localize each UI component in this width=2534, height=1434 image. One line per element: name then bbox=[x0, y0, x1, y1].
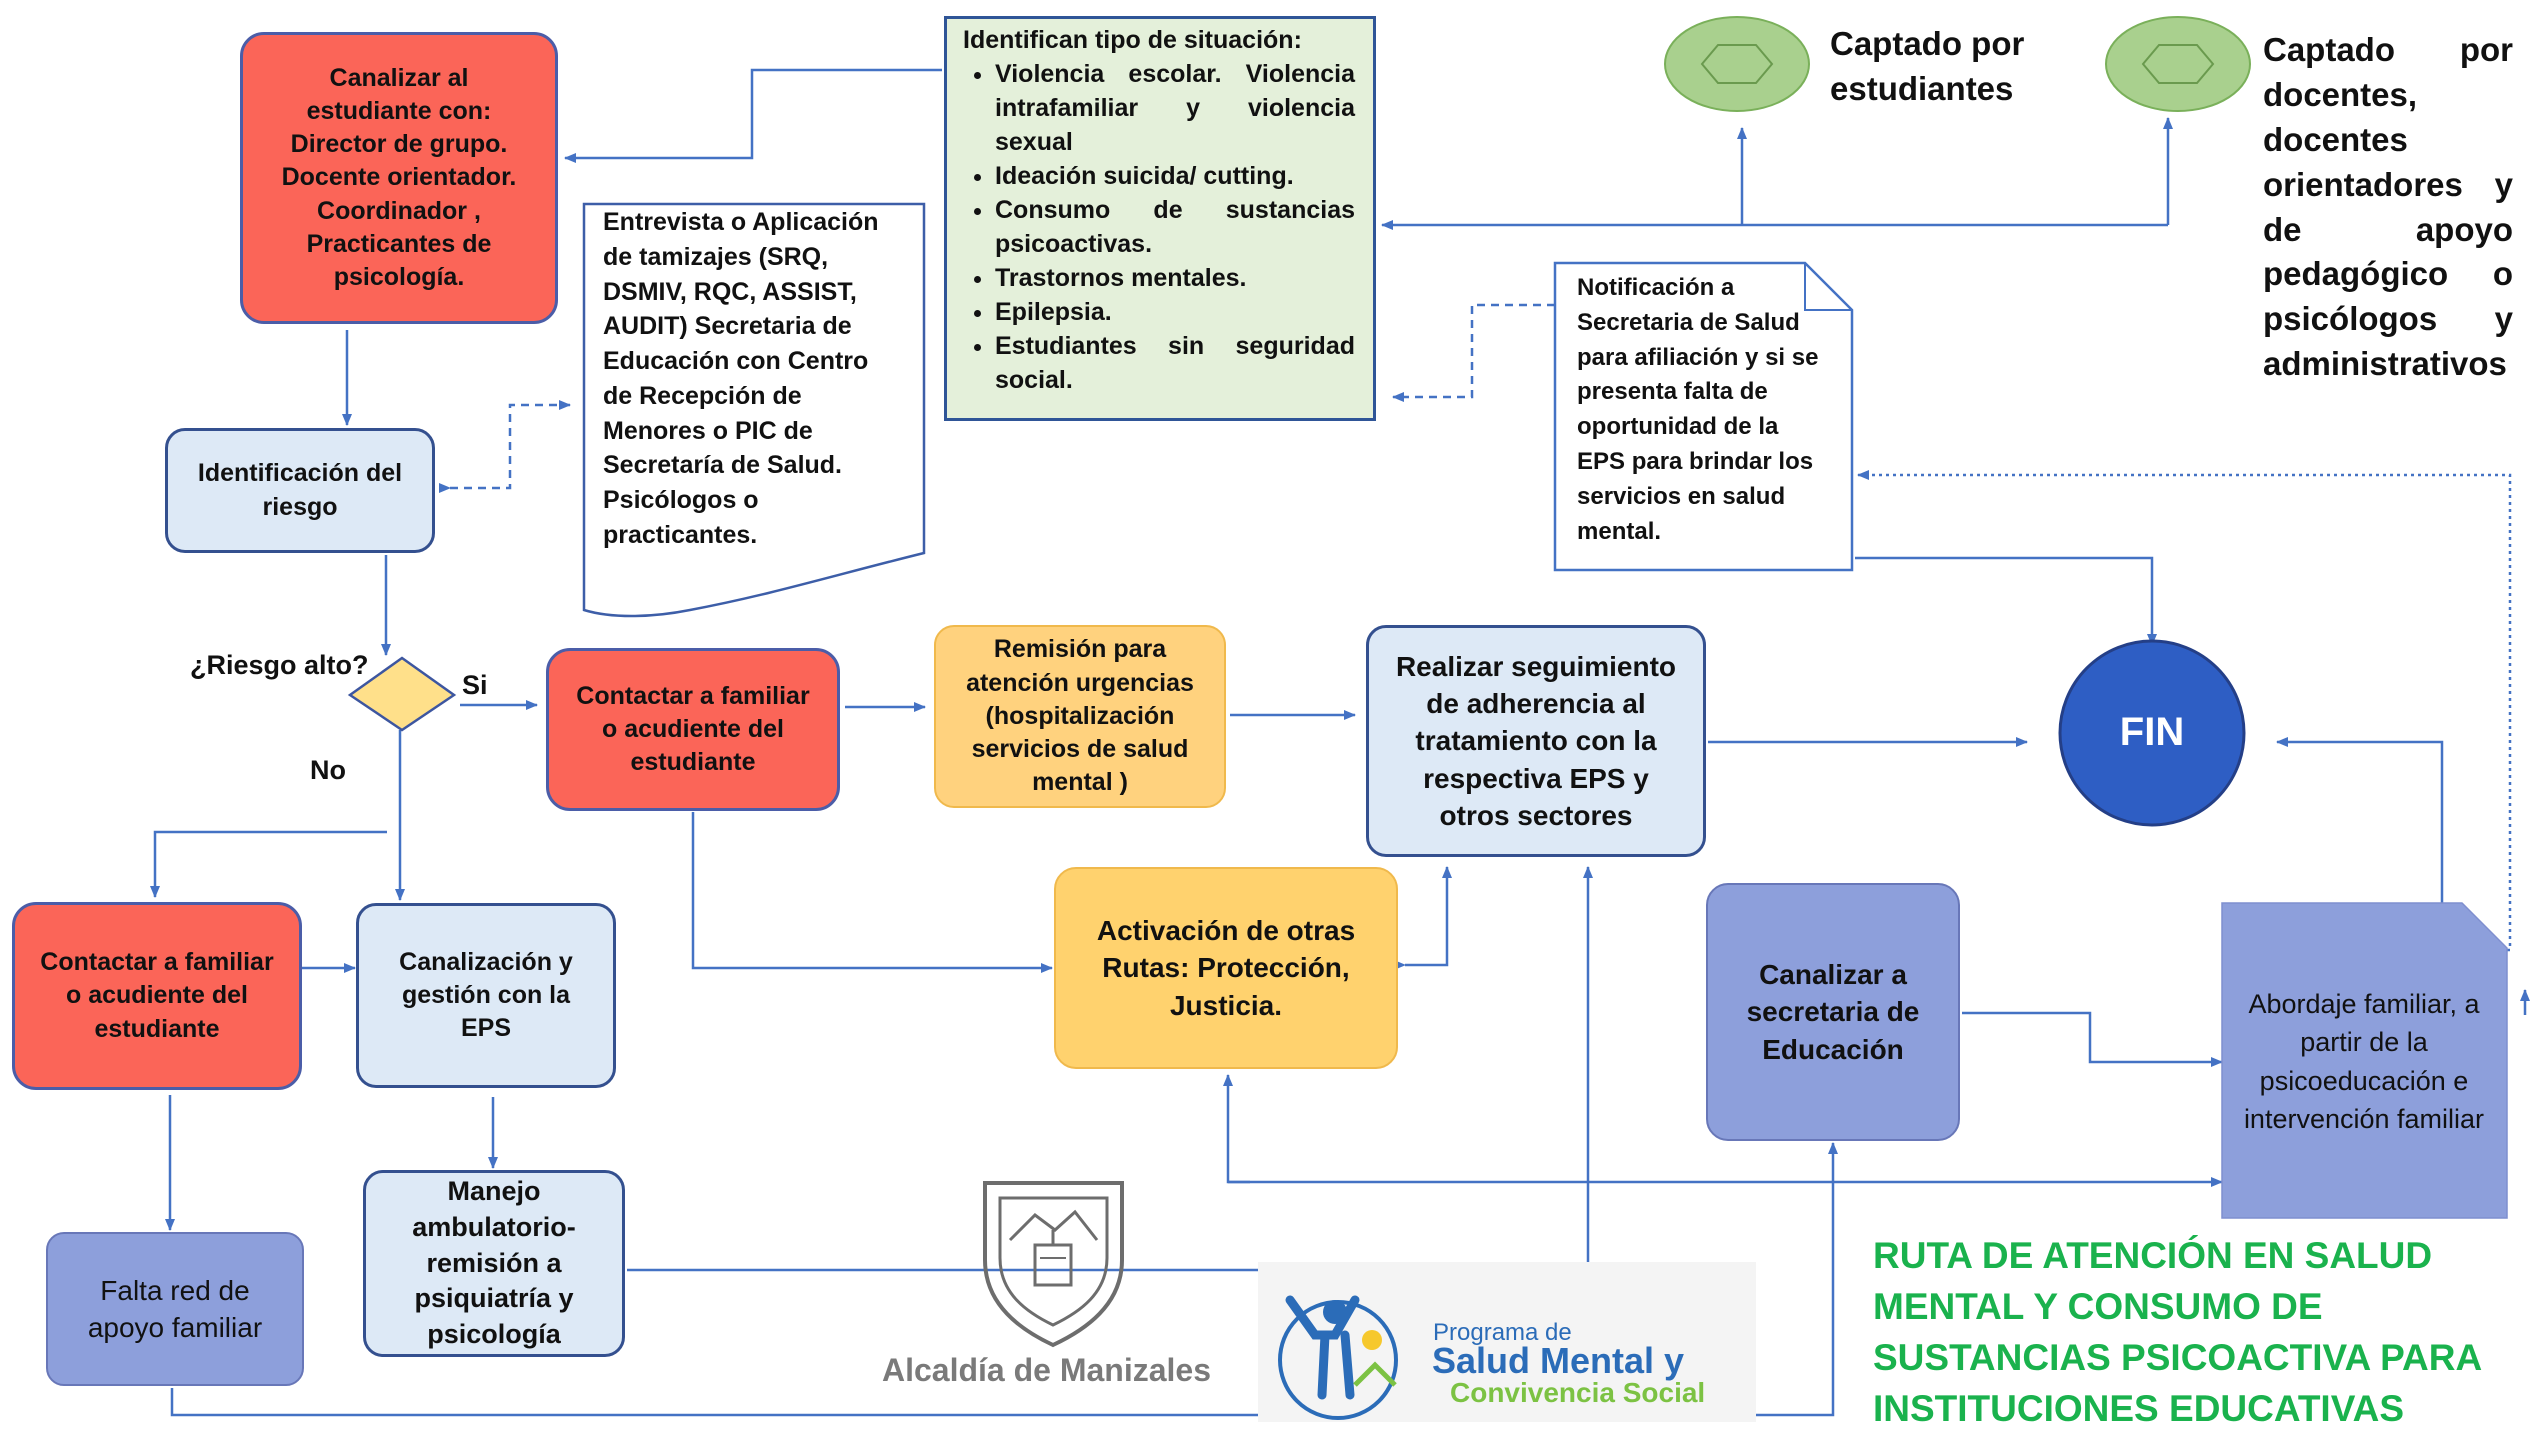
arrow-contactar-to-activacion bbox=[691, 812, 1053, 973]
falta-red-box: Falta red de apoyo familiar bbox=[46, 1232, 304, 1386]
fin-label: FIN bbox=[2119, 710, 2185, 755]
activacion-rutas-box: Activación de otras Rutas: Protección, J… bbox=[1054, 867, 1398, 1069]
abordaje-shape bbox=[2221, 902, 2508, 1219]
arrow-loop-to-activacion bbox=[1223, 1074, 1250, 1184]
list-item: Trastornos mentales. bbox=[995, 261, 1355, 295]
arrow-branch-to-contactar2 bbox=[150, 830, 387, 898]
alcaldia-shield-logo bbox=[983, 1181, 1124, 1348]
arrow-abordaje-to-notificacion bbox=[1857, 470, 2512, 952]
canalizar-educacion-box: Canalizar a secretaria de Educación bbox=[1706, 883, 1960, 1141]
programa-big-text-2: Convivencia Social bbox=[1450, 1377, 1705, 1408]
list-item: Estudiantes sin seguridad social. bbox=[995, 329, 1355, 397]
list-item: Epilepsia. bbox=[995, 295, 1355, 329]
arrow-falta-to-educacion bbox=[170, 1142, 1838, 1417]
situacion-list: Violencia escolar. Violencia intrafamili… bbox=[965, 57, 1355, 397]
contactar-familiar-box-1: Contactar a familiar o acudiente del est… bbox=[546, 648, 840, 811]
arrow-situacion-to-canalizar bbox=[564, 68, 942, 163]
arrow-educacion-to-abordaje bbox=[1962, 1011, 2223, 1067]
list-item: Violencia escolar. Violencia intrafamili… bbox=[995, 57, 1355, 159]
contactar-familiar-box-2: Contactar a familiar o acudiente del est… bbox=[12, 902, 302, 1090]
situacion-heading: Identifican tipo de situación: bbox=[963, 26, 1302, 54]
notificacion-note-shape bbox=[1553, 261, 1854, 572]
notificacion-text: Notificación a Secretaria de Salud para … bbox=[1577, 274, 1819, 545]
fin-circle bbox=[2058, 639, 2246, 827]
arrow-abordaje-to-fin bbox=[2276, 737, 2444, 903]
identificacion-riesgo-box: Identificación del riesgo bbox=[165, 428, 435, 553]
diagram-title: RUTA DE ATENCIÓN EN SALUD MENTAL Y CONSU… bbox=[1873, 1235, 2481, 1430]
no-label: No bbox=[310, 755, 346, 785]
abordaje-familiar-text: Abordaje familiar, a partir de la psicoe… bbox=[2243, 988, 2485, 1134]
captado-estudiantes-label: Captado por estudiantes bbox=[1830, 25, 2025, 107]
programa-logo-background bbox=[1258, 1262, 1756, 1422]
riesgo-alto-label: ¿Riesgo alto? bbox=[190, 650, 369, 680]
arrow-identificacion-to-entrevista bbox=[439, 400, 571, 493]
list-item: Consumo de sustancias psicoactivas. bbox=[995, 193, 1355, 261]
arrow-notificacion-situacion bbox=[1392, 300, 1566, 402]
captado-estudiantes-icon bbox=[1664, 16, 1810, 112]
programa-big-text-1: Salud Mental y bbox=[1432, 1340, 1684, 1381]
entrevista-text: Entrevista o Aplicación de tamizajes (SR… bbox=[603, 208, 879, 549]
captado-docentes-icon bbox=[2105, 16, 2251, 112]
entrevista-document-shape bbox=[582, 202, 926, 618]
decision-diamond bbox=[347, 656, 457, 732]
programa-figure-icon bbox=[1278, 1295, 1398, 1420]
seguimiento-box: Realizar seguimiento de adherencia al tr… bbox=[1366, 625, 1706, 857]
si-label: Si bbox=[462, 670, 488, 700]
alcaldia-label: Alcaldía de Manizales bbox=[882, 1352, 1212, 1388]
list-item: Ideación suicida/ cutting. bbox=[995, 159, 1355, 193]
programa-small-text: Programa de bbox=[1433, 1319, 1572, 1346]
captado-docentes-label: Captado por docentes, docentes orientado… bbox=[2263, 31, 2513, 383]
canalizar-estudiante-box: Canalizar al estudiante con: Director de… bbox=[240, 32, 558, 324]
situacion-box: Identifican tipo de situación: Violencia… bbox=[944, 16, 1376, 421]
canalizacion-eps-box: Canalización y gestión con la EPS bbox=[356, 903, 616, 1088]
remision-urgencias-box: Remisión para atención urgencias (hospit… bbox=[934, 625, 1226, 808]
manejo-ambulatorio-box: Manejo ambulatorio-remisión a psiquiatrí… bbox=[363, 1170, 625, 1357]
arrow-activacion-seguimiento bbox=[1394, 866, 1452, 970]
arrow-notificacion-to-fin bbox=[1855, 556, 2157, 646]
